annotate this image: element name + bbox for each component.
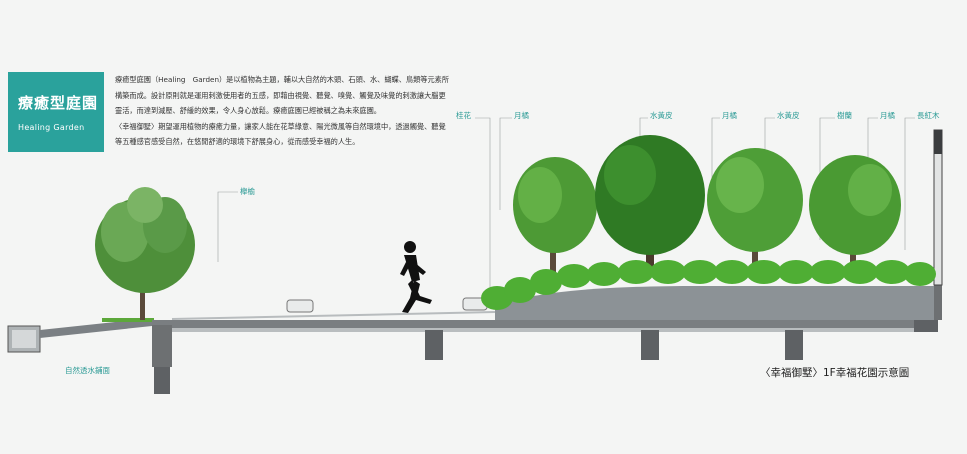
title-en: Healing Garden — [18, 123, 85, 132]
label-murraya-3: 月橘 — [880, 111, 895, 120]
drain-box — [7, 325, 41, 353]
permeable-paving — [40, 318, 152, 338]
title-card: 療癒型庭園 Healing Garden — [8, 72, 104, 152]
label-osmanthus: 桂花 — [456, 111, 471, 120]
lamp-post — [933, 129, 943, 286]
label-tabebuia-2: 水黃皮 — [777, 111, 800, 120]
planter-wall — [934, 285, 942, 320]
walkway-surface — [171, 311, 496, 320]
label-tabebuia-1: 水黃皮 — [650, 111, 673, 120]
label-murraya-2: 月橘 — [722, 111, 737, 120]
label-ixora: 長紅木 — [917, 111, 940, 120]
caption: 〈幸福御墅〉1F幸福花園示意圖 — [760, 367, 910, 379]
label-permeable-paving: 自然透水鋪面 — [65, 366, 110, 375]
runner-silhouette — [400, 241, 432, 313]
description-paragraph-2: 〈幸福御墅〉期望運用植物的療癒力量，讓家人能在花草綠意、陽光微風等自然環境中，透… — [115, 121, 446, 147]
planter-soil — [495, 286, 934, 320]
title-zh: 療癒型庭園 — [18, 94, 99, 112]
label-keyaki: 櫸榆 — [240, 187, 255, 196]
grass-strip — [102, 318, 154, 322]
label-murraya-1: 月橘 — [514, 111, 529, 120]
trees-in-planter — [513, 135, 901, 275]
keyaki-tree — [95, 187, 195, 320]
description-paragraph-1: 療癒型庭園（Healing Garden）是以植物為主題，輔以大自然的木頭、石頭… — [115, 75, 450, 115]
shrub-hedge — [481, 260, 936, 310]
description: 療癒型庭園（Healing Garden）是以植物為主題，輔以大自然的木頭、石頭… — [115, 72, 450, 150]
label-aglaia: 樹蘭 — [837, 111, 852, 120]
bench — [286, 299, 314, 313]
